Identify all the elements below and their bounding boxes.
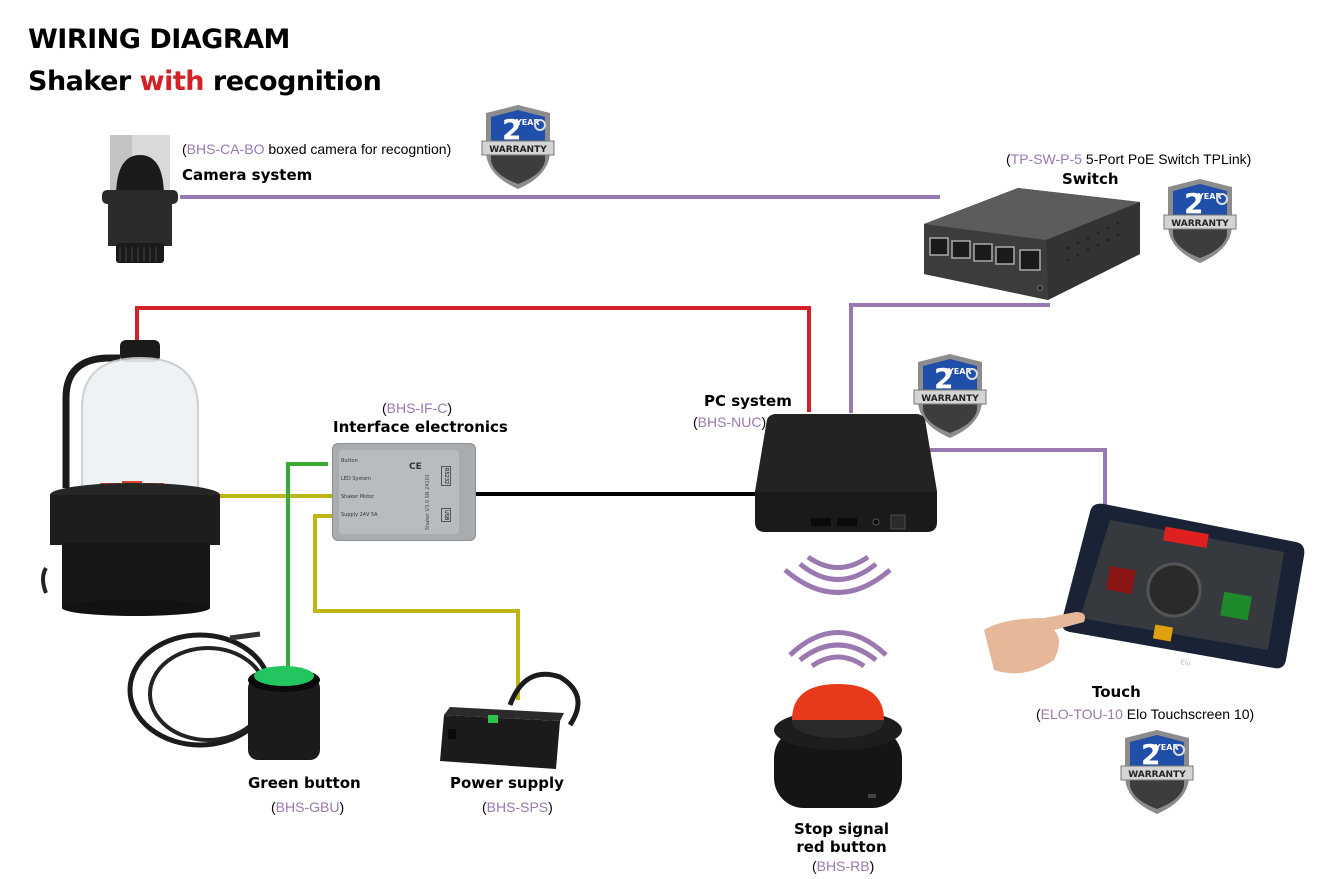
warranty-badge-icon: 2 YEAR WARRANTY [1120,730,1194,814]
svg-text:WARRANTY: WARRANTY [1128,770,1186,780]
svg-text:WARRANTY: WARRANTY [921,394,979,404]
warranty-badge-icon: 2 YEAR WARRANTY [913,354,987,438]
camera-name-label: Camera system [182,166,313,184]
power-icon [890,514,906,530]
switch-code-label: (TP-SW-P-5 5-Port PoE Switch TPLink) [1006,151,1252,167]
usb-port: USB [441,508,451,523]
subtitle-prefix: Shaker [28,66,140,97]
power-supply-device[interactable] [430,665,590,775]
red-button-cap [792,684,884,720]
warranty-badge-icon: 2 YEAR WARRANTY [1163,179,1237,263]
diagram-title: WIRING DIAGRAM [28,24,290,55]
switch-name-label: Switch [1062,170,1119,188]
interface-electronics-device[interactable]: Button LED System Shaker Motor Supply 24… [332,443,476,541]
wire-interface-power [313,514,520,700]
pc-code-label: (BHS-NUC) [693,414,767,430]
green-button-device[interactable] [120,620,330,770]
switch-device[interactable] [918,188,1146,308]
touch-name-label: Touch [1092,683,1141,701]
serial-label: Shaker V3.0 SN 24101 [425,474,431,531]
svg-text:YEAR: YEAR [1154,743,1179,752]
ce-mark: CE [409,462,422,472]
wire-pc-touch [930,448,1107,508]
svg-text:2: 2 [502,113,521,146]
camera-device[interactable] [98,135,183,270]
wire-shaker-pc-red [135,306,811,412]
svg-text:WARRANTY: WARRANTY [1171,219,1229,229]
diagram-subtitle: Shaker with recognition [28,66,382,97]
subtitle-accent: with [139,66,205,97]
green-button-code-label: (BHS-GBU) [271,799,345,815]
power-supply-name-label: Power supply [450,774,564,792]
interface-code-label: (BHS-IF-C) [382,400,453,416]
svg-text:YEAR: YEAR [515,118,540,127]
subtitle-suffix: recognition [203,66,382,97]
touchscreen-device[interactable]: Elo [984,500,1314,685]
shaker-device[interactable] [40,338,230,618]
elo-logo: Elo [1180,658,1192,668]
red-button-code-label: (BHS-RB) [812,858,875,874]
svg-text:WARRANTY: WARRANTY [489,145,547,155]
touch-code-label: (ELO-TOU-10 Elo Touchscreen 10) [1036,706,1255,722]
wire-switch-pc [849,303,1050,413]
svg-text:2: 2 [1184,187,1203,220]
connector-icon [488,715,498,723]
interface-name-label: Interface electronics [333,418,508,436]
svg-text:2: 2 [934,362,953,395]
pc-name-label: PC system [704,392,792,410]
wireless-signal-icon [783,554,892,669]
hand-illustration [984,612,1085,674]
rs232-port: RS232 [441,466,451,487]
wire-interface-greenbutton [286,462,328,678]
pc-device[interactable] [755,412,940,542]
power-supply-code-label: (BHS-SPS) [482,799,553,815]
svg-text:2: 2 [1141,738,1160,771]
warranty-badge-icon: 2 YEAR WARRANTY [481,105,555,189]
green-button-cap [254,666,314,686]
camera-code-label: (BHS-CA-BO boxed camera for recogntion) [182,141,452,157]
svg-text:YEAR: YEAR [947,367,972,376]
svg-text:YEAR: YEAR [1197,192,1222,201]
interface-port-list: Button LED System Shaker Motor Supply 24… [341,458,378,518]
red-stop-button-device[interactable] [770,680,910,820]
green-button-name-label: Green button [248,774,361,792]
